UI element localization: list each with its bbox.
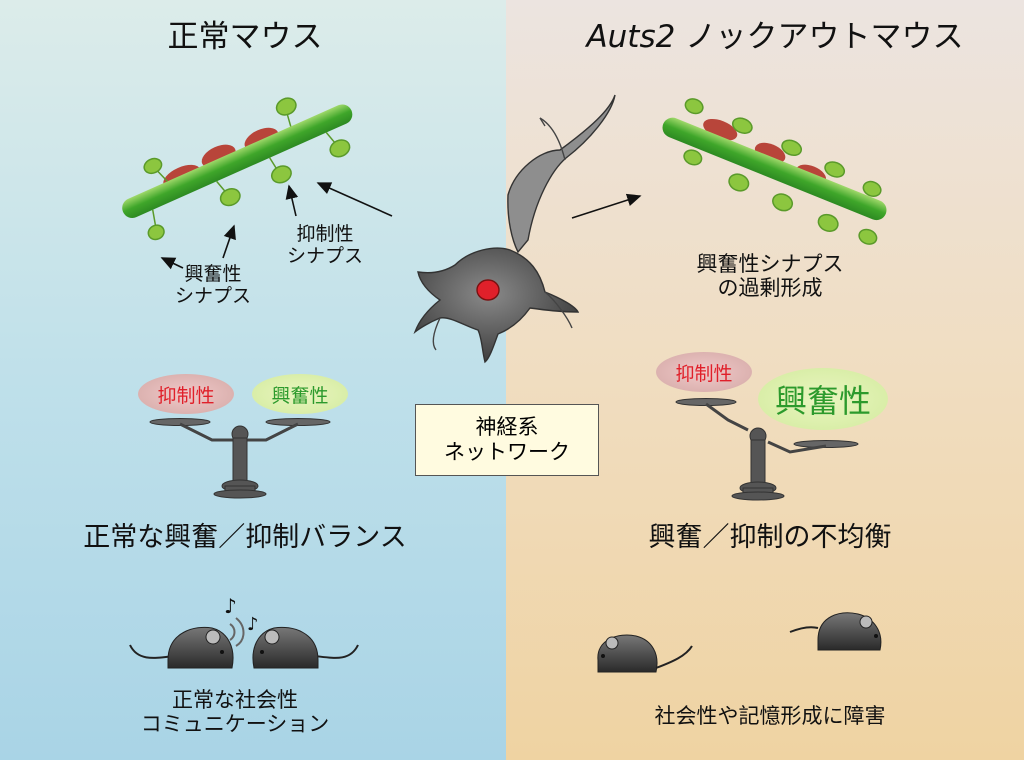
knockout-social-caption: 社会性や記憶形成に障害 [654, 704, 886, 728]
normal-excitatory-pill: 興奮性 [252, 374, 348, 414]
excitatory-synapse-label-line2: シナプス [174, 284, 251, 307]
gene-name: Auts2 [586, 19, 676, 55]
normal-social-caption-line2: コミュニケーション [140, 712, 330, 737]
inhibitory-synapse-label-line1: 抑制性 [296, 223, 354, 245]
music-note-icon: ♪ [224, 594, 237, 618]
excitatory-synapse-label-line1: 興奮性 [184, 263, 242, 285]
neuron-nucleus [476, 279, 500, 301]
knockout-excitatory-pill: 興奮性 [758, 368, 888, 430]
network-label-line2: ネットワーク [444, 440, 570, 464]
neuron [413, 94, 616, 364]
knockout-dendrite [662, 98, 887, 245]
normal-balance-caption: 正常な興奮／抑制バランス [83, 522, 407, 553]
imbalance-caption: 興奮／抑制の不均衡 [648, 522, 892, 553]
normal-social-caption-line1: 正常な社会性 [172, 688, 298, 712]
inhibitory-synapse-label-line2: シナプス [286, 244, 363, 267]
music-note-icon: ♪ [247, 614, 259, 635]
knockout-arrow [571, 193, 642, 219]
knockout-mice [597, 612, 882, 673]
normal-balance-scale [149, 418, 331, 499]
neural-network-box: 神経系 ネットワーク [415, 404, 599, 476]
knockout-balance-scale [675, 398, 859, 501]
excess-synapse-caption-line2: の過剰形成 [717, 276, 823, 301]
knockout-inhibitory-pill: 抑制性 [656, 352, 752, 392]
knockout-mouse-title: Auts2 ノックアウトマウス [585, 19, 965, 56]
synapse-arrows [160, 182, 393, 270]
inhibitory-synapse-label: 抑制性 シナプス [270, 223, 380, 268]
normal-inhibitory-pill: 抑制性 [138, 374, 234, 414]
excess-synapse-caption-line1: 興奮性シナプス [696, 252, 844, 276]
knockout-title-rest: ノックアウトマウス [675, 19, 964, 55]
excess-synapse-caption: 興奮性シナプス の過剰形成 [660, 252, 880, 300]
normal-dendrite [122, 97, 353, 241]
network-label-line1: 神経系 [475, 414, 539, 439]
normal-mouse-panel [0, 0, 506, 760]
normal-mice: ♪ ♪ [129, 594, 359, 669]
normal-mouse-title: 正常マウス [167, 19, 323, 55]
normal-social-caption: 正常な社会性 コミュニケーション [110, 688, 360, 736]
excitatory-synapse-label: 興奮性 シナプス [168, 263, 258, 308]
